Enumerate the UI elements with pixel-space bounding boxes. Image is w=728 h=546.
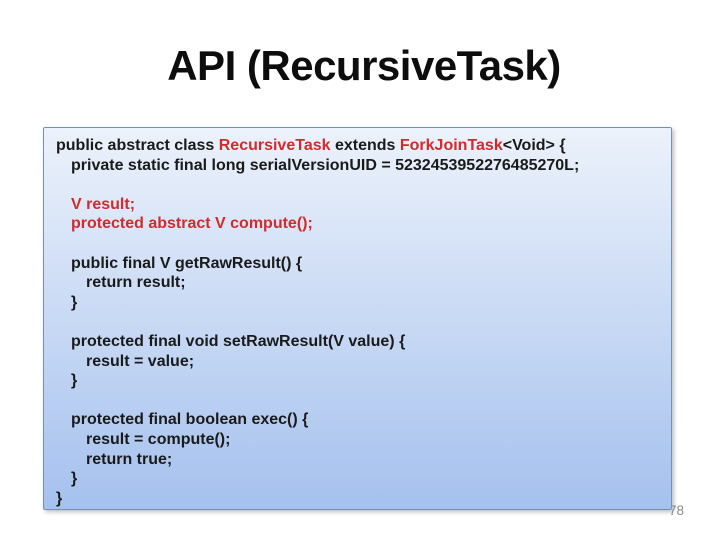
code-line — [44, 234, 666, 254]
code-token: protected final void setRawResult(V valu… — [71, 332, 406, 350]
code-token: extends — [330, 137, 400, 154]
code-line: private static final long serialVersionU… — [44, 156, 666, 176]
code-token-highlight: protected abstract V compute(); — [71, 215, 313, 233]
code-line — [44, 175, 666, 195]
code-token: <Void> { — [502, 137, 566, 154]
code-line: protected final void setRawResult(V valu… — [44, 332, 666, 352]
code-token-highlight: V result; — [71, 195, 136, 213]
code-token: } — [71, 470, 78, 488]
code-line: V result; — [44, 195, 666, 215]
code-line: protected abstract V compute(); — [44, 214, 666, 234]
slide-title: API (RecursiveTask) — [167, 42, 561, 89]
code-token: protected final boolean exec() { — [71, 411, 309, 429]
code-line: public final V getRawResult() { — [44, 254, 666, 274]
code-line: } — [44, 293, 666, 313]
code-token: result = value; — [86, 352, 195, 370]
code-token: result = compute(); — [86, 430, 231, 448]
code-token: private static final long serialVersionU… — [71, 156, 580, 174]
page-number: 78 — [669, 503, 685, 518]
code-line — [44, 312, 666, 332]
code-token: return true; — [86, 450, 173, 468]
code-line: public abstract class RecursiveTask exte… — [44, 136, 666, 156]
code-token: } — [56, 489, 63, 507]
code-token: return result; — [86, 274, 186, 292]
code-token: } — [71, 293, 78, 311]
code-box: public abstract class RecursiveTask exte… — [43, 127, 672, 510]
code-line: protected final boolean exec() { — [44, 410, 666, 430]
code-token: } — [71, 372, 78, 390]
code-line: } — [44, 371, 666, 391]
code-token: public final V getRawResult() { — [71, 254, 303, 272]
code-line — [44, 391, 666, 411]
code-token-highlight: RecursiveTask — [218, 137, 331, 154]
code-line: return result; — [44, 273, 666, 293]
code-token-highlight: ForkJoinTask — [399, 137, 503, 154]
code-line: result = compute(); — [44, 430, 666, 450]
code-line: } — [44, 469, 666, 489]
code-line: return true; — [44, 450, 666, 470]
code-token: public abstract class — [56, 137, 219, 154]
code-line: } — [44, 489, 666, 509]
code-line: result = value; — [44, 352, 666, 372]
